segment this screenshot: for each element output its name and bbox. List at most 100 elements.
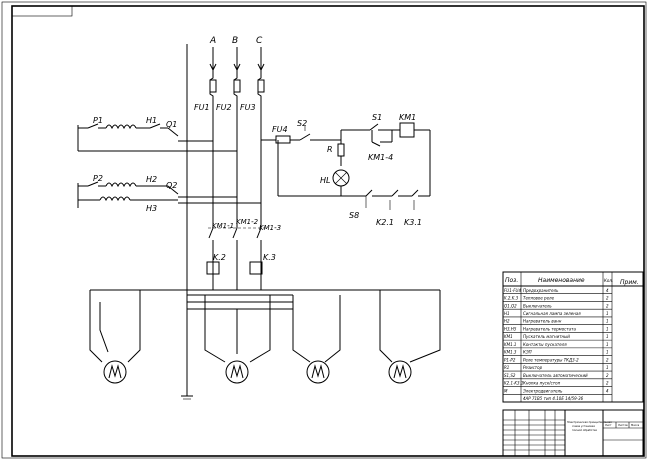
- table-cell-qty: 2: [606, 373, 609, 378]
- table-cell-qty: 1: [606, 365, 609, 370]
- title-line-2: схема установки: [572, 425, 595, 428]
- table-cell-pos: P1-P2: [504, 357, 516, 362]
- fuse-fu2: [233, 79, 241, 93]
- table-cell-pos: S1,S2: [504, 373, 516, 378]
- fuse-fu3: [257, 79, 265, 93]
- inner-frame: [11, 5, 645, 457]
- table-cell-name: Электродвигатель: [522, 388, 563, 393]
- phase-arrows: [209, 47, 265, 72]
- table-cell-qty: 2: [606, 296, 609, 301]
- s1-label: S1: [372, 113, 382, 122]
- table-cell-qty: 1: [606, 326, 609, 331]
- table-col-note: Прим.: [620, 279, 639, 286]
- table-cell-name: Тепловое реле: [523, 296, 555, 301]
- h1-label: H1: [146, 116, 157, 125]
- title-block: [502, 409, 644, 457]
- title-line-3: полной обработки: [572, 428, 597, 432]
- title-mass: Масса: [631, 423, 640, 427]
- q2-label: Q2: [166, 181, 177, 190]
- h3-label: H3: [146, 204, 157, 213]
- table-cell-name: Выключатель автоматический: [523, 373, 588, 378]
- table-cell-name: Нагреватель ванн: [523, 319, 562, 324]
- km1-3-label: KM1-3: [259, 224, 281, 232]
- outer-frame: [1, 1, 647, 459]
- table-col-name: Наименование: [538, 277, 585, 284]
- km1-4-label: KM1-4: [368, 153, 393, 162]
- phase-c-label: C: [256, 36, 263, 46]
- table-cell-qty: 1: [606, 334, 609, 339]
- km1-2-label: KM1-2: [236, 218, 259, 226]
- table-cell-pos: H3,H5: [504, 326, 517, 331]
- table-cell-pos: K.2,K.3: [504, 296, 519, 301]
- distribution-bus: [90, 289, 440, 310]
- relay-k3: [249, 261, 263, 275]
- table-cell-name: Сигнальная лампа зеленая: [523, 311, 581, 316]
- table-cell-qty: 4: [606, 388, 609, 393]
- motor-2: [225, 360, 249, 384]
- table-cell-name: КЭП: [523, 350, 532, 355]
- km1-1-label: KM1-1: [212, 222, 234, 230]
- table-cell-pos: H1: [504, 311, 510, 316]
- table-cell-qty: 4: [606, 288, 609, 293]
- q1-label: Q1: [166, 120, 177, 129]
- phase-lines: [209, 70, 262, 228]
- fu2-label: FU2: [216, 103, 232, 112]
- p2-label: P2: [93, 174, 103, 183]
- table-cell-name: Нагреватель термостата: [523, 326, 576, 331]
- p1-label: P1: [93, 116, 103, 125]
- table-cell-pos: KM1.3: [504, 350, 517, 355]
- k3-label: K.3: [263, 253, 276, 262]
- table-cell-pos: R1: [504, 365, 509, 370]
- table-cell-name: 4АР 71В5 тип 4.10Е 14/59-36: [523, 396, 584, 401]
- s2-label: S2: [297, 119, 307, 128]
- table-cell-qty: 2: [606, 357, 609, 362]
- fu1-label: FU1: [194, 103, 210, 112]
- motor-3: [306, 360, 330, 384]
- table-cell-qty: 1: [606, 319, 609, 324]
- control-circuit: [261, 122, 431, 210]
- table-cell-pos: FU1-FU4: [504, 288, 521, 293]
- title-sheets: Листов: [618, 423, 628, 427]
- k3-1-label: K3.1: [404, 218, 422, 227]
- title-line-1: Электрическая принципиальная: [567, 420, 612, 424]
- motor-1: [103, 360, 127, 384]
- table-cell-name: Контакты пускателя: [523, 342, 567, 347]
- table-cell-qty: 1: [606, 342, 609, 347]
- table-cell-name: Кнопка пуск/стоп: [523, 381, 561, 386]
- r-label: R: [327, 145, 333, 154]
- table-cell-qty: 1: [606, 311, 609, 316]
- table-cell-pos: H2: [504, 319, 510, 324]
- table-col-qty: Кол.: [604, 278, 613, 283]
- title-sheet: Лист: [605, 423, 612, 427]
- k2-label: K.2: [213, 253, 226, 262]
- hl-label: HL: [320, 176, 330, 185]
- table-cell-name: Выключатель: [523, 303, 552, 308]
- table-cell-qty: 2: [606, 381, 609, 386]
- branch-heater-1: [77, 123, 237, 152]
- corner-stamp: [11, 5, 73, 17]
- spec-table: [502, 271, 644, 403]
- h2-label: H2: [146, 175, 157, 184]
- motor-wiring: [89, 290, 441, 363]
- table-col-pos: Поз.: [505, 277, 518, 284]
- branch-heater-2: [77, 181, 261, 208]
- table-cell-name: Резистор: [523, 365, 543, 370]
- table-cell-name: Предохранитель: [523, 288, 559, 293]
- table-cell-name: Пускатель магнитный: [523, 334, 570, 339]
- s8-label: S8: [349, 211, 359, 220]
- fuse-fu1: [209, 79, 217, 93]
- phase-b-label: B: [232, 36, 238, 46]
- table-cell-pos: M: [504, 388, 508, 393]
- table-cell-qty: 2: [606, 303, 609, 308]
- table-cell-name: Реле температуры ТКД3-2: [523, 357, 579, 362]
- motor-4: [388, 360, 412, 384]
- km1-contacts: [208, 227, 266, 290]
- phase-a-label: A: [209, 36, 216, 46]
- k2-1-label: K2.1: [376, 218, 394, 227]
- fu3-label: FU3: [240, 103, 256, 112]
- table-cell-pos: K2.1-K3.1: [504, 381, 523, 386]
- table-cell-qty: 1: [606, 350, 609, 355]
- relay-k2: [206, 261, 220, 275]
